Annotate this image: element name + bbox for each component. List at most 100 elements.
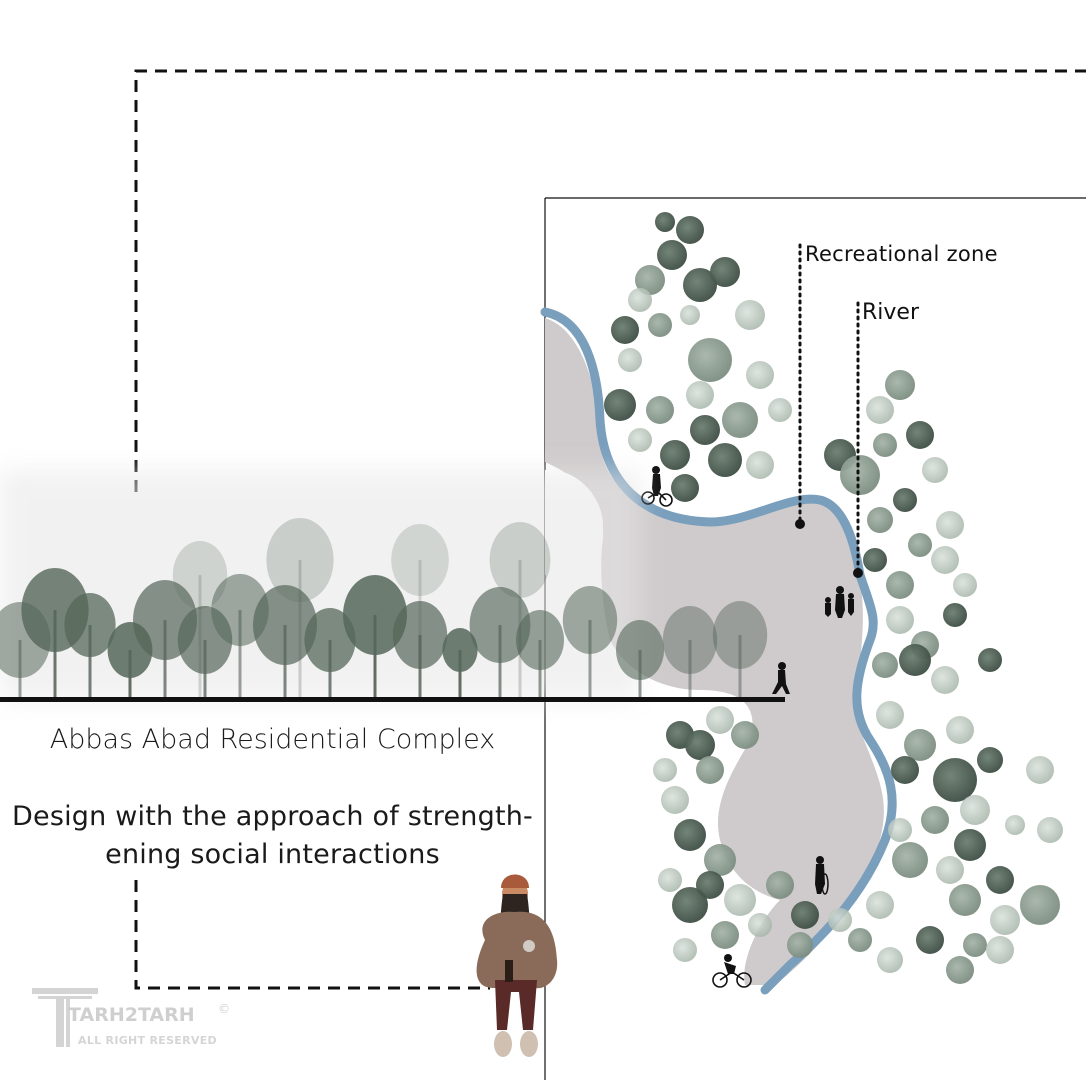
tree-canopy xyxy=(906,421,934,449)
tree-canopy xyxy=(686,381,714,409)
section-tree xyxy=(442,628,478,697)
watermark-logo: TARH2TARH ALL RIGHT RESERVED © xyxy=(28,982,238,1052)
tree-canopy xyxy=(704,844,736,876)
dashed-frame-bottom xyxy=(134,880,490,990)
tree-canopy xyxy=(904,729,936,761)
tree-canopy xyxy=(946,716,974,744)
tree-canopy xyxy=(936,856,964,884)
tree-canopy xyxy=(872,652,898,678)
tree-canopy xyxy=(787,932,813,958)
section-tree xyxy=(304,608,356,697)
tree-canopy xyxy=(866,891,894,919)
tree-canopy xyxy=(690,415,720,445)
tree-canopy xyxy=(618,348,642,372)
tree-canopy xyxy=(885,370,915,400)
section-tree xyxy=(343,575,407,697)
tree-canopy xyxy=(696,871,724,899)
tree-canopy xyxy=(886,606,914,634)
tree-canopy xyxy=(873,433,897,457)
tree-canopy xyxy=(655,212,675,232)
subtitle-line-1: Design with the approach of strength- xyxy=(12,801,533,832)
tree-canopy xyxy=(840,455,880,495)
walker xyxy=(772,662,790,694)
tree-canopy xyxy=(946,956,974,984)
section-tree xyxy=(616,620,664,697)
tree-canopy xyxy=(635,265,665,295)
tree-canopy xyxy=(711,921,739,949)
tree-canopy xyxy=(1020,885,1060,925)
tree-canopy xyxy=(963,933,987,957)
tree-canopy xyxy=(671,474,699,502)
tree-canopy xyxy=(674,819,706,851)
tree-canopy xyxy=(1037,817,1063,843)
tree-canopy xyxy=(922,457,948,483)
section-tree xyxy=(562,586,618,697)
tree-canopy xyxy=(611,316,639,344)
tree-canopy xyxy=(657,240,687,270)
tree-canopy xyxy=(748,913,772,937)
tree-canopy xyxy=(791,901,819,929)
tree-canopy xyxy=(986,936,1014,964)
river-label: River xyxy=(862,300,919,325)
tree-canopy xyxy=(706,706,734,734)
tree-canopy xyxy=(960,795,990,825)
recreational-zone-label: Recreational zone xyxy=(805,242,998,266)
tree-canopy xyxy=(867,507,893,533)
tree-canopy xyxy=(604,389,636,421)
cyclist-1 xyxy=(641,466,673,507)
section-tree xyxy=(391,524,449,697)
tree-canopy xyxy=(977,747,1003,773)
person-with-bike xyxy=(815,856,829,895)
tree-canopy xyxy=(828,908,852,932)
tree-canopy xyxy=(933,758,977,802)
tree-canopy xyxy=(746,451,774,479)
tree-canopy xyxy=(673,938,697,962)
tree-canopy xyxy=(1026,756,1054,784)
tree-canopy xyxy=(888,818,912,842)
tree-canopy xyxy=(848,928,872,952)
tree-canopy xyxy=(680,305,700,325)
tree-canopy xyxy=(722,402,758,438)
watermark-brand: TARH2TARH xyxy=(68,1004,195,1026)
section-tree xyxy=(662,606,718,697)
tree-canopy xyxy=(866,396,894,424)
section-trees xyxy=(0,518,768,697)
tree-canopy xyxy=(660,440,690,470)
forest-section xyxy=(0,470,785,702)
subtitle-line-2: ening social interactions xyxy=(105,839,440,870)
tree-canopy xyxy=(731,721,759,749)
tree-canopy xyxy=(886,571,914,599)
tree-canopy xyxy=(949,884,981,916)
pillar-icon xyxy=(32,988,98,1047)
tree-canopy xyxy=(921,806,949,834)
project-title: Abbas Abad Residential Complex xyxy=(49,724,496,755)
tree-canopy xyxy=(661,786,689,814)
cyclist-2 xyxy=(712,954,752,988)
tree-canopy xyxy=(735,300,765,330)
caption: Abbas Abad Residential Complex Design wi… xyxy=(0,722,545,874)
tree-canopy xyxy=(893,488,917,512)
watermark-rights: ALL RIGHT RESERVED xyxy=(78,1034,217,1047)
tree-canopy xyxy=(936,511,964,539)
tree-canopy xyxy=(863,548,887,572)
leader-lines xyxy=(795,243,863,578)
section-tree xyxy=(469,587,531,697)
tree-canopy xyxy=(877,947,903,973)
section-tree xyxy=(64,593,116,697)
tree-canopy xyxy=(708,443,742,477)
tree-canopy xyxy=(1005,815,1025,835)
tree-canopy xyxy=(891,756,919,784)
section-tree xyxy=(253,585,317,697)
section-tree xyxy=(516,610,564,697)
tree-canopy xyxy=(685,730,715,760)
tree-canopy xyxy=(931,666,959,694)
tree-canopy xyxy=(953,573,977,597)
tree-canopy xyxy=(653,758,677,782)
tree-canopy xyxy=(672,887,708,923)
tree-canopy xyxy=(986,866,1014,894)
tree-canopy xyxy=(648,313,672,337)
leader-dot-recreational xyxy=(795,519,805,529)
tree-canopy xyxy=(943,603,967,627)
tree-canopy xyxy=(876,701,904,729)
